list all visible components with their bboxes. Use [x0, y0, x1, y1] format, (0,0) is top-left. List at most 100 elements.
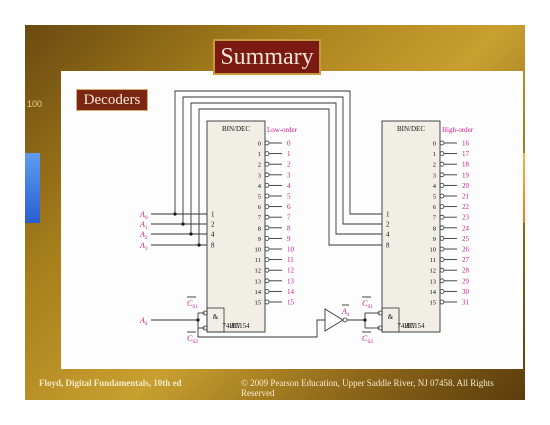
- high-chip-out-bubble-3: [439, 172, 445, 178]
- high-chip-out-label-5: 21: [462, 193, 470, 201]
- low-chip-out-pin-10: 10: [255, 247, 262, 254]
- low-chip-part-number: 74HC154: [222, 322, 250, 330]
- low-chip-out-pin-1: 1: [258, 151, 261, 158]
- input-label-a0: A0: [139, 210, 148, 221]
- high-chip-out-bubble-12: [439, 267, 445, 273]
- high-chip-out-pin-10: 10: [430, 247, 437, 254]
- high-chip-out-bubble-9: [439, 235, 445, 241]
- low-chip-in-pin-3: 8: [211, 242, 215, 250]
- high-chip-and-box: [381, 307, 400, 333]
- input-label-a2: A2: [139, 230, 148, 241]
- high-chip-in-pin-2: 4: [386, 231, 390, 239]
- high-chip-out-pin-15: 15: [430, 300, 437, 307]
- bus-line-a3: [198, 108, 382, 246]
- low-chip-out-pin-5: 5: [258, 194, 261, 201]
- high-chip-out-pin-14: 14: [430, 289, 437, 296]
- low-chip-out-label-3: 3: [287, 171, 291, 179]
- high-chip-out-bubble-15: [439, 299, 445, 305]
- low-chip-in-pin-0: 1: [211, 211, 215, 219]
- high-chip-out-label-15: 31: [462, 299, 470, 307]
- high-chip-out-bubble-13: [439, 278, 445, 284]
- high-chip-out-bubble-14: [439, 288, 445, 294]
- high-chip-out-label-6: 22: [462, 203, 470, 211]
- high-chip-out-bubble-2: [439, 161, 445, 167]
- high-chip-out-pin-4: 4: [433, 183, 437, 190]
- low-chip-name: BIN/DEC: [222, 125, 250, 133]
- high-chip-out-pin-2: 2: [433, 162, 436, 169]
- low-chip-in-pin-2: 4: [211, 231, 215, 239]
- low-chip-out-bubble-14: [264, 288, 270, 294]
- section-box: Decoders: [76, 89, 148, 111]
- low-chip-out-pin-2: 2: [258, 162, 261, 169]
- high-chip-out-pin-6: 6: [433, 204, 437, 211]
- high-chip-out-pin-3: 3: [433, 172, 436, 179]
- high-chip-out-pin-5: 5: [433, 194, 436, 201]
- low-chip-out-pin-6: 6: [258, 204, 262, 211]
- low-chip-out-pin-14: 14: [255, 289, 262, 296]
- low-chip-out-label-8: 8: [287, 224, 291, 232]
- side-number: 100: [27, 99, 43, 109]
- low-chip-out-bubble-0: [264, 140, 270, 146]
- high-chip-out-label-7: 23: [462, 214, 470, 222]
- low-chip-out-bubble-13: [264, 278, 270, 284]
- low-chip-out-label-1: 1: [287, 150, 291, 158]
- low-chip-out-label-4: 4: [287, 182, 291, 190]
- low-chip-out-pin-9: 9: [258, 236, 261, 243]
- high-chip-out-label-0: 16: [462, 140, 470, 148]
- high-chip-cs2-label: CS2: [362, 334, 373, 345]
- high-chip-in-pin-1: 2: [386, 221, 390, 229]
- high-chip-in-pin-3: 8: [386, 242, 390, 250]
- low-chip-out-bubble-2: [264, 161, 270, 167]
- high-chip-cs1-label: CS1: [362, 299, 373, 310]
- high-chip-out-bubble-4: [439, 182, 445, 188]
- low-chip-and-symbol: &: [213, 313, 219, 321]
- low-chip-out-label-14: 14: [287, 288, 295, 296]
- low-chip-out-bubble-6: [264, 204, 270, 210]
- high-chip-out-label-2: 18: [462, 161, 470, 169]
- high-chip-out-label-1: 17: [462, 150, 470, 158]
- low-chip-out-pin-15: 15: [255, 300, 262, 307]
- high-chip-in-pin-0: 1: [386, 211, 390, 219]
- low-chip-out-label-15: 15: [287, 299, 295, 307]
- low-chip-out-pin-3: 3: [258, 172, 261, 179]
- low-chip-enable-label: EN: [230, 322, 240, 330]
- low-chip-out-bubble-9: [264, 235, 270, 241]
- high-chip-out-label-9: 25: [462, 235, 470, 243]
- bus-line-a1: [182, 96, 382, 225]
- low-chip-and-box: [206, 307, 225, 333]
- low-chip-out-bubble-4: [264, 182, 270, 188]
- high-chip-body: [381, 120, 441, 333]
- low-chip-out-label-9: 9: [287, 235, 291, 243]
- low-chip-out-bubble-11: [264, 257, 270, 263]
- low-chip-out-pin-12: 12: [255, 268, 262, 275]
- high-chip-out-label-14: 30: [462, 288, 470, 296]
- bus-line-a2: [190, 102, 382, 235]
- low-chip-out-label-7: 7: [287, 214, 291, 222]
- high-chip-out-pin-11: 11: [430, 257, 436, 264]
- high-chip-out-bubble-0: [439, 140, 445, 146]
- low-chip-out-label-13: 13: [287, 277, 295, 285]
- footer-right: © 2009 Pearson Education, Upper Saddle R…: [241, 378, 494, 398]
- low-chip-out-pin-13: 13: [255, 278, 262, 285]
- low-chip-cs1-label: CS1: [187, 299, 198, 310]
- left-blue-band: [25, 153, 40, 223]
- high-chip-enable-label: EN: [405, 322, 415, 330]
- high-chip-out-bubble-7: [439, 214, 445, 220]
- low-chip-out-bubble-1: [264, 151, 270, 157]
- low-chip-out-bubble-7: [264, 214, 270, 220]
- footer-left: Floyd, Digital Fundamentals, 10th ed: [39, 378, 182, 388]
- title-box: Summary: [213, 39, 321, 75]
- low-chip-out-bubble-15: [264, 299, 270, 305]
- low-chip-out-bubble-12: [264, 267, 270, 273]
- low-chip-out-bubble-5: [264, 193, 270, 199]
- high-chip-out-pin-1: 1: [433, 151, 436, 158]
- high-chip-out-label-12: 28: [462, 267, 470, 275]
- low-chip-out-label-10: 10: [287, 246, 295, 254]
- slide-title: Summary: [220, 43, 314, 70]
- high-chip-name: BIN/DEC: [397, 125, 425, 133]
- inverter-gate: [324, 308, 344, 332]
- low-chip-out-label-11: 11: [287, 256, 294, 264]
- high-chip-out-pin-12: 12: [430, 268, 437, 275]
